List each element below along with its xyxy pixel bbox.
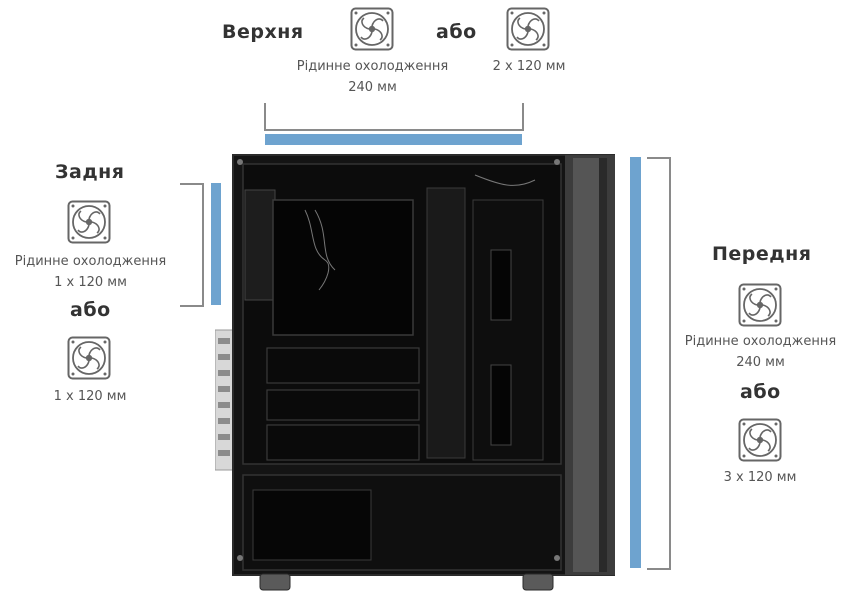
top-bracket <box>264 103 524 131</box>
rear-radiator-bar <box>211 183 221 305</box>
top-caption-liquid-line1: Рідинне охолодження <box>296 59 449 74</box>
top-caption-liquid: Рідинне охолодження 240 мм <box>290 56 455 98</box>
front-heading: Передня <box>712 243 812 265</box>
fan-icon <box>350 7 394 51</box>
top-heading: Верхня <box>222 21 304 43</box>
top-caption-liquid-line2: 240 мм <box>348 80 397 95</box>
front-caption-liquid: Рідинне охолодження 240 мм <box>678 331 843 373</box>
fan-icon <box>738 418 782 462</box>
top-or-label: або <box>436 21 477 43</box>
front-caption-liquid-line1: Рідинне охолодження <box>684 334 837 349</box>
rear-or-label: або <box>70 299 111 321</box>
fan-icon <box>506 7 550 51</box>
pc-case-illustration <box>214 150 616 595</box>
rear-caption-liquid-line2: 1 x 120 мм <box>54 275 127 290</box>
front-caption-liquid-line2: 240 мм <box>736 355 785 370</box>
rear-caption-liquid-line1: Рідинне охолодження <box>14 254 167 269</box>
rear-caption-fan: 1 x 120 мм <box>53 389 127 404</box>
fan-icon <box>67 336 111 380</box>
rear-caption-liquid: Рідинне охолодження 1 x 120 мм <box>8 251 173 293</box>
fan-icon <box>67 200 111 244</box>
top-radiator-bar <box>265 134 522 145</box>
fan-icon <box>738 283 782 327</box>
front-bracket <box>647 157 671 570</box>
rear-bracket <box>180 183 204 307</box>
front-radiator-bar <box>630 157 641 568</box>
rear-heading: Задня <box>55 161 125 183</box>
top-caption-fans: 2 x 120 мм <box>492 59 566 74</box>
front-or-label: або <box>740 381 781 403</box>
front-caption-fans: 3 x 120 мм <box>723 470 797 485</box>
